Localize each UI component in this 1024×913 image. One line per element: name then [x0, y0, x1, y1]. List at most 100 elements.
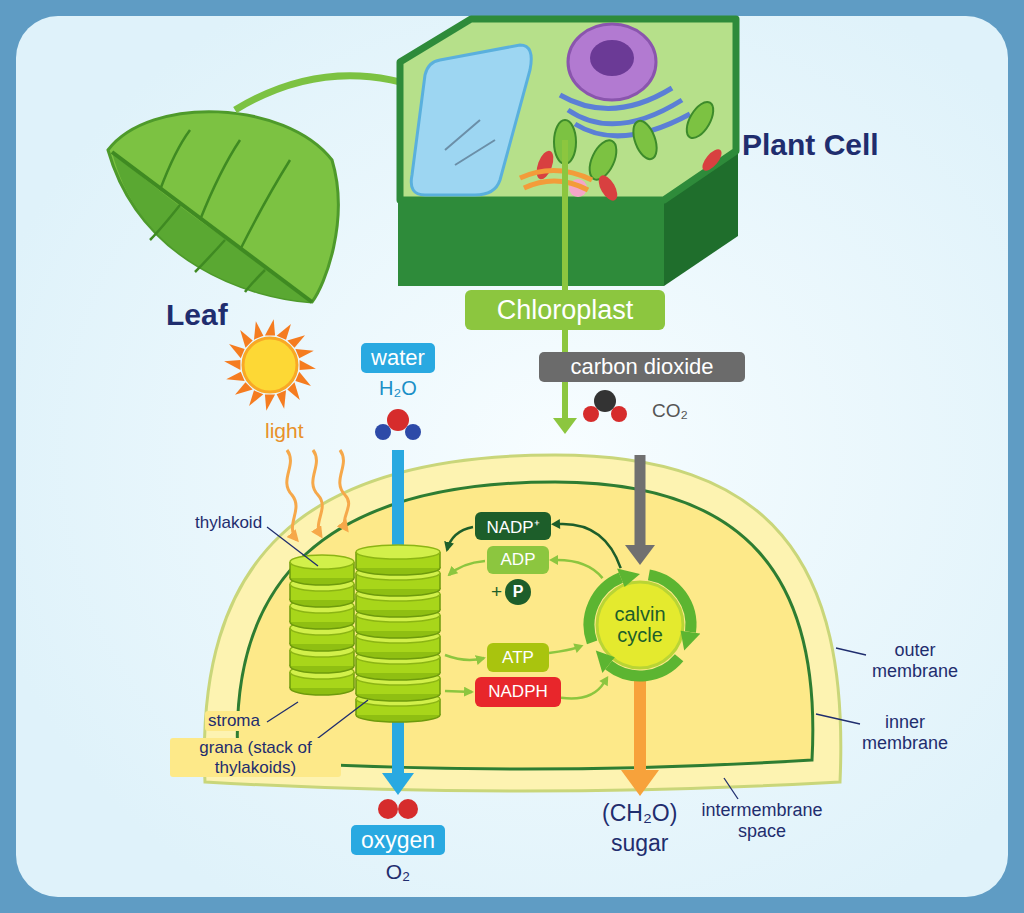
- flow-arrow: [625, 455, 655, 565]
- grana-stacks: [355, 594, 357, 610]
- grana-stacks: [289, 584, 291, 600]
- molecule-box: ADP: [487, 546, 549, 574]
- chloroplast-outline: [237, 482, 813, 769]
- sun-illustration: [265, 395, 275, 411]
- cycle-circle: calvin cycle: [580, 565, 700, 685]
- part-label: light: [265, 419, 304, 443]
- grana-stacks: [439, 678, 441, 694]
- grana-stacks: [355, 657, 357, 673]
- node-text: Chloroplast: [497, 295, 634, 326]
- grana-stacks: [439, 615, 441, 631]
- leader-lines: [836, 648, 866, 655]
- grana-stacks: [355, 678, 357, 694]
- arrow-head: [382, 773, 414, 795]
- heading-label: Leaf: [166, 298, 228, 333]
- sun-illustration: [265, 319, 275, 335]
- molecules: [375, 424, 391, 440]
- cycle-ring: [596, 651, 615, 674]
- grana-stacks: [439, 636, 441, 652]
- arrow-line: [557, 560, 603, 578]
- molecule-box: NADP⁺: [475, 512, 551, 540]
- part-label: inner membrane: [855, 712, 955, 753]
- plant-cell-illustration: [568, 24, 656, 100]
- plant-cell-illustration: [590, 40, 634, 76]
- plant-cell-illustration: [629, 118, 661, 162]
- output-label: oxygenO₂: [340, 795, 456, 895]
- leaf-illustration: [150, 130, 290, 292]
- plant-cell-illustration: [520, 170, 592, 190]
- grana-stacks: [353, 672, 355, 688]
- molecules: [375, 390, 627, 819]
- grana-stacks: [290, 545, 440, 722]
- grana-stacks: [439, 573, 441, 589]
- plant-cell-illustration: [398, 200, 664, 286]
- node-text: NADP⁺: [486, 515, 539, 538]
- energy-arrows: [445, 655, 484, 660]
- node-text: carbon dioxide: [539, 352, 745, 382]
- energy-arrows: [447, 527, 473, 550]
- light-rays: [313, 450, 322, 536]
- grana-stacks: [353, 562, 355, 578]
- sun-illustration: [224, 319, 316, 411]
- sugar-arrow: [634, 680, 646, 772]
- formula-text: CO₂: [652, 400, 688, 422]
- node-text: P: [513, 583, 524, 601]
- molecules: [398, 799, 418, 819]
- arrow-line: [561, 683, 604, 699]
- organelle-label: Chloroplast: [465, 290, 665, 330]
- grana-stacks: [290, 555, 354, 569]
- arrow-head: [551, 519, 560, 529]
- flow-arrow: [561, 676, 608, 699]
- molecules: [611, 406, 627, 422]
- sun-illustration: [249, 390, 263, 406]
- flow-arrow: [549, 643, 583, 653]
- frame: [16, 16, 1008, 897]
- sun-illustration: [229, 344, 245, 358]
- grana-stacks: [355, 573, 357, 589]
- part-label: outer membrane: [865, 640, 965, 681]
- grana-stacks: [353, 628, 355, 644]
- grana-stacks: [355, 552, 357, 568]
- part-label: stroma: [205, 711, 263, 731]
- leader-lines: [267, 702, 298, 722]
- node-text: ATP: [502, 648, 534, 668]
- sun-illustration: [224, 319, 316, 411]
- grana-stacks: [439, 699, 441, 715]
- input-label: waterH₂O: [350, 343, 446, 450]
- sun-illustration: [226, 372, 244, 381]
- grana-stacks: [439, 657, 441, 673]
- sun-illustration: [243, 338, 297, 392]
- part-label: +: [491, 581, 502, 603]
- sugar-arrow: [621, 680, 659, 796]
- grana-stacks: [355, 636, 357, 652]
- part-label: intermembrane space: [687, 800, 837, 841]
- sun-illustration: [254, 321, 263, 339]
- cycle-ring: [617, 568, 640, 587]
- node-text: oxygen: [351, 825, 445, 855]
- phosphate-circle: P: [505, 579, 531, 605]
- sun-illustration: [295, 349, 313, 358]
- molecules: [378, 799, 398, 819]
- arrow-head: [625, 545, 655, 565]
- plant-cell-illustration: [445, 120, 495, 165]
- molecules: [583, 406, 599, 422]
- node-text: calvin cycle: [580, 604, 700, 646]
- light-rays: [287, 450, 349, 540]
- grana-stacks: [439, 552, 441, 568]
- grana-stacks: [289, 628, 291, 644]
- grana-stacks: [355, 699, 357, 715]
- node-text: water: [361, 343, 435, 373]
- sun-illustration: [295, 372, 311, 386]
- light-rays: [340, 450, 349, 530]
- molecule-box: ATP: [487, 643, 549, 672]
- grana-stacks: [289, 562, 291, 578]
- grana-stacks: [289, 650, 291, 666]
- node-text: ADP: [501, 550, 536, 570]
- energy-arrows: [445, 527, 485, 692]
- leader-lines: [816, 714, 860, 724]
- arrow-line: [635, 455, 646, 546]
- part-label: thylakoid: [195, 513, 262, 533]
- leader-lines: [267, 527, 318, 566]
